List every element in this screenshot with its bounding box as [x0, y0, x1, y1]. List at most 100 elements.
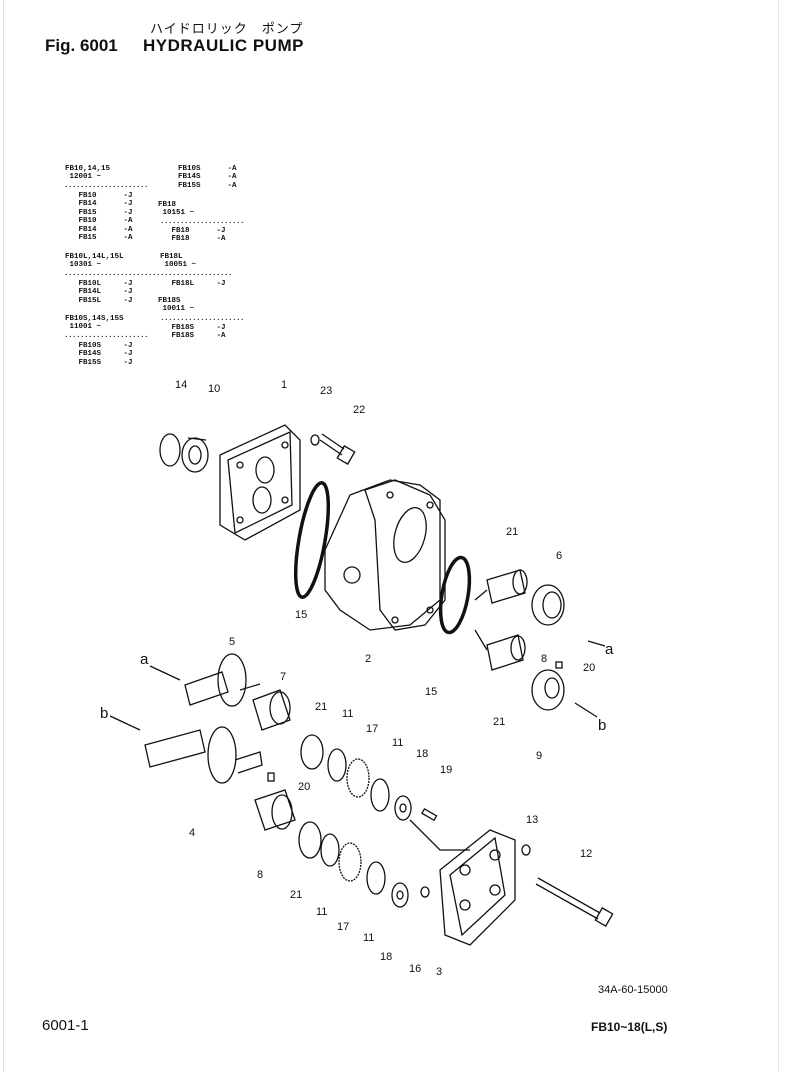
callout: 17	[337, 921, 349, 933]
washer-13	[521, 844, 531, 856]
callout: 9	[536, 750, 542, 762]
bearing-21c	[300, 734, 324, 770]
arrow-b	[109, 715, 141, 731]
model-group: FB18S -J FB18S -A	[171, 324, 226, 341]
bearing-21a	[486, 569, 528, 604]
callout: 8	[257, 869, 263, 881]
model-group: FB18S 10011 ~	[158, 297, 195, 314]
rear-cover-3	[439, 829, 516, 946]
callout: 5	[229, 636, 235, 648]
washer-18	[394, 795, 412, 821]
callout: 8	[541, 653, 547, 665]
callout: 6	[556, 550, 562, 562]
model-group: FB18 10151 ~	[158, 201, 195, 218]
needle-bearing-17b	[338, 842, 362, 882]
model-group: FB10 -J FB14 -J FB15 -J FB10 -A FB14 -A …	[78, 192, 133, 243]
callout: b	[100, 705, 108, 722]
callout: 14	[175, 379, 187, 391]
leader-lines	[474, 589, 606, 718]
model-group: FB10S -A FB14S -A FB15S -A	[178, 165, 237, 190]
page-title: HYDRAULIC PUMP	[143, 36, 304, 55]
snap-ring-14	[159, 433, 181, 467]
model-range: FB10~18(L,S)	[591, 1020, 668, 1034]
model-group: FB18L 10051 ~	[160, 253, 197, 270]
callout: b	[598, 717, 606, 734]
model-group: FB18L -J	[158, 280, 226, 288]
callout: a	[140, 651, 149, 668]
callout: 20	[298, 781, 310, 793]
washer-23	[310, 434, 320, 446]
callout: 22	[353, 404, 365, 416]
callout: 21	[290, 889, 302, 901]
callout: 21	[493, 716, 505, 728]
model-group: FB10S,14S,15S 11001 ~	[65, 315, 124, 332]
seal-11b	[370, 778, 390, 812]
pump-body-2	[324, 479, 446, 631]
bearing-21d	[298, 821, 322, 859]
callout: 11	[363, 932, 374, 944]
bolt-22	[319, 433, 356, 465]
callout: 18	[416, 748, 428, 760]
bushing-6	[531, 584, 565, 626]
model-group: FB10L,14L,15L 10301 ~	[65, 253, 124, 270]
callout: 15	[295, 609, 307, 621]
callout: 3	[436, 966, 442, 978]
separator: .....................	[64, 332, 149, 340]
callout: 10	[208, 383, 220, 395]
bearing-10	[181, 437, 209, 473]
callout: 2	[365, 653, 371, 665]
leader-line	[409, 819, 470, 851]
seal-11d	[366, 861, 386, 895]
callout: 17	[366, 723, 378, 735]
page-edge-left	[3, 0, 4, 1071]
model-group: FB10S -J FB14S -J FB15S -J	[78, 342, 133, 367]
callout: 4	[189, 827, 195, 839]
model-group: FB10,14,15 12001 ~	[65, 165, 111, 182]
part-number: 34A-60-15000	[598, 984, 668, 996]
washer-18b	[391, 882, 409, 908]
seal-11c	[320, 833, 340, 867]
figure-number: Fig. 6001	[45, 36, 118, 55]
callout: 15	[425, 686, 437, 698]
separator: .....................	[160, 218, 245, 226]
callout: 1	[281, 379, 287, 391]
page-number: 6001-1	[42, 1017, 89, 1034]
drive-gear-5	[184, 653, 261, 707]
callout: 21	[315, 701, 327, 713]
seal-11	[327, 748, 347, 782]
bushing-7	[252, 689, 291, 731]
japanese-title: ハイドロリック ポンプ	[150, 22, 304, 37]
pin-20a	[555, 661, 563, 669]
separator: .....................	[148, 270, 233, 278]
model-group: FB18 -J FB18 -A	[171, 227, 226, 244]
callout: 18	[380, 951, 392, 963]
pin-19	[421, 808, 438, 822]
arrow-a	[149, 665, 181, 681]
callout: 16	[409, 963, 421, 975]
callout: 7	[280, 671, 286, 683]
callout: 13	[526, 814, 538, 826]
callout: a	[605, 641, 614, 658]
driven-gear-shaft-4	[144, 726, 263, 784]
callout: 19	[440, 764, 452, 776]
bolt-12	[535, 877, 614, 927]
callout: 12	[580, 848, 592, 860]
callout: 11	[316, 906, 327, 918]
callout-labels: 14 10 1 23 22 21 6 15 2 15 a 8 20 21 b 9…	[100, 379, 614, 978]
callout: 21	[506, 526, 518, 538]
o-ring-16	[420, 886, 430, 898]
separator: .....................	[160, 315, 245, 323]
bushing-9	[531, 669, 565, 711]
model-group: FB10L -J FB14L -J FB15L -J	[78, 280, 133, 305]
callout: 11	[342, 708, 353, 720]
bushing-8	[254, 789, 296, 831]
front-cover-1	[219, 424, 301, 541]
separator: .....................	[64, 182, 149, 190]
page-edge-right	[778, 0, 779, 1071]
callout: 23	[320, 385, 332, 397]
pin-20b	[267, 772, 275, 782]
separator: .....................	[64, 270, 149, 278]
o-ring-15	[293, 481, 331, 599]
o-ring-15b	[438, 555, 472, 635]
